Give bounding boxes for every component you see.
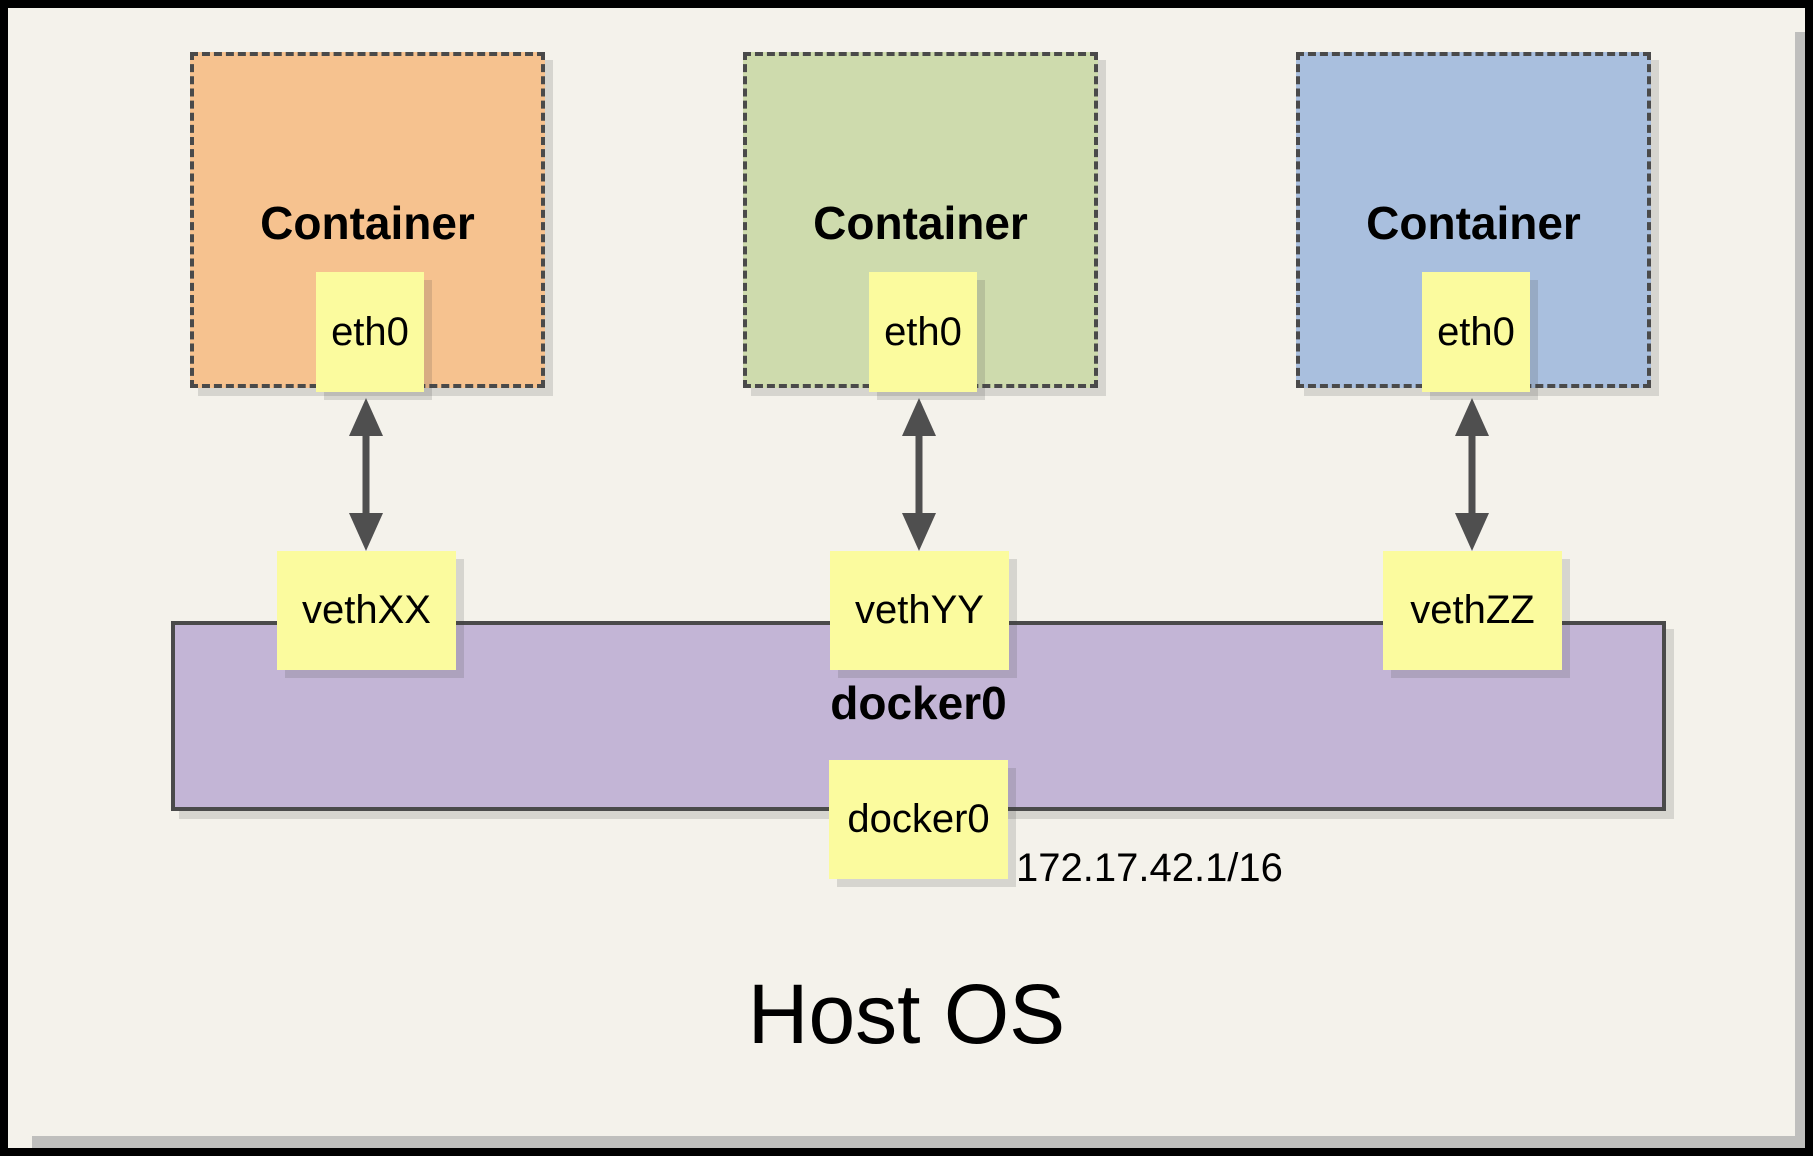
vethxx-label: vethXX	[302, 588, 431, 632]
arrow-eth0-vethyy	[902, 398, 936, 551]
eth0-label: eth0	[884, 309, 962, 354]
container-label: Container	[813, 197, 1028, 249]
host-os-label: Host OS	[747, 967, 1066, 1061]
vethyy-box: vethYY	[830, 551, 1009, 670]
eth0-box-2: eth0	[869, 272, 977, 392]
docker0-interface-label: docker0	[847, 797, 990, 841]
container-label: Container	[1366, 197, 1581, 249]
arrow-eth0-vethzz	[1455, 398, 1489, 551]
docker0-interface-box: docker0	[829, 760, 1008, 879]
page-shadow-bottom	[32, 1136, 1805, 1148]
docker0-ip-address: 172.17.42.1/16	[1016, 846, 1283, 890]
arrow-eth0-vethxx	[349, 398, 383, 551]
page-shadow-right	[1795, 32, 1805, 1148]
vethyy-label: vethYY	[855, 588, 984, 632]
vethzz-box: vethZZ	[1383, 551, 1562, 670]
container-box-3: Container eth0	[1296, 52, 1651, 392]
eth0-label: eth0	[1437, 309, 1515, 354]
eth0-box-3: eth0	[1422, 272, 1530, 392]
eth0-box-1: eth0	[316, 272, 424, 392]
container-box-2: Container eth0	[743, 52, 1098, 392]
container-label: Container	[260, 197, 475, 249]
docker0-bridge-title: docker0	[830, 677, 1007, 729]
eth0-label: eth0	[331, 309, 409, 354]
vethzz-label: vethZZ	[1410, 588, 1535, 632]
vethxx-box: vethXX	[277, 551, 456, 670]
container-box-1: Container eth0	[190, 52, 545, 392]
